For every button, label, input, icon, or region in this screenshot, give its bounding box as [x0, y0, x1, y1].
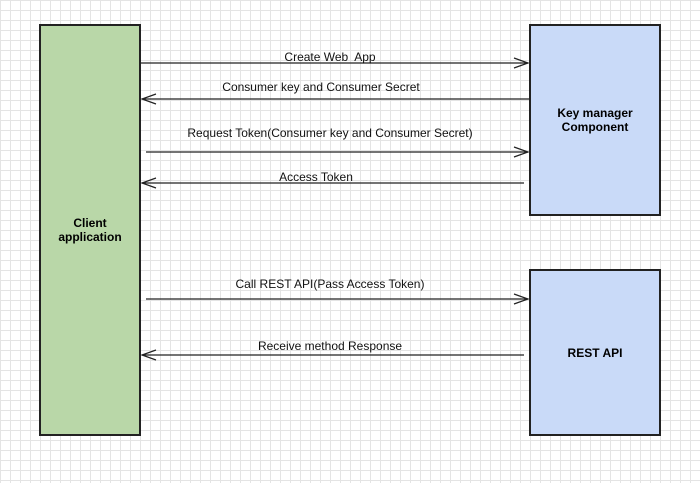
arrowhead-receive-response: [140, 349, 157, 361]
message-label-consumer-key-secret: Consumer key and Consumer Secret: [222, 80, 420, 94]
key-manager-component-box: Key manager Component: [529, 24, 661, 216]
message-label-create-web-app: Create Web App: [284, 50, 376, 64]
client-application-box: Client application: [39, 24, 141, 436]
message-label-receive-response: Receive method Response: [257, 339, 403, 353]
rest-api-box: REST API: [529, 269, 661, 436]
message-label-request-token: Request Token(Consumer key and Consumer …: [187, 126, 473, 140]
message-label-call-rest-api: Call REST API(Pass Access Token): [235, 277, 425, 291]
arrowhead-consumer-key-secret: [140, 93, 157, 105]
arrowhead-access-token: [140, 177, 157, 189]
arrowhead-request-token: [513, 146, 530, 158]
message-label-access-token: Access Token: [279, 170, 353, 184]
arrowhead-create-web-app: [513, 57, 530, 69]
arrowhead-call-rest-api: [513, 293, 530, 305]
